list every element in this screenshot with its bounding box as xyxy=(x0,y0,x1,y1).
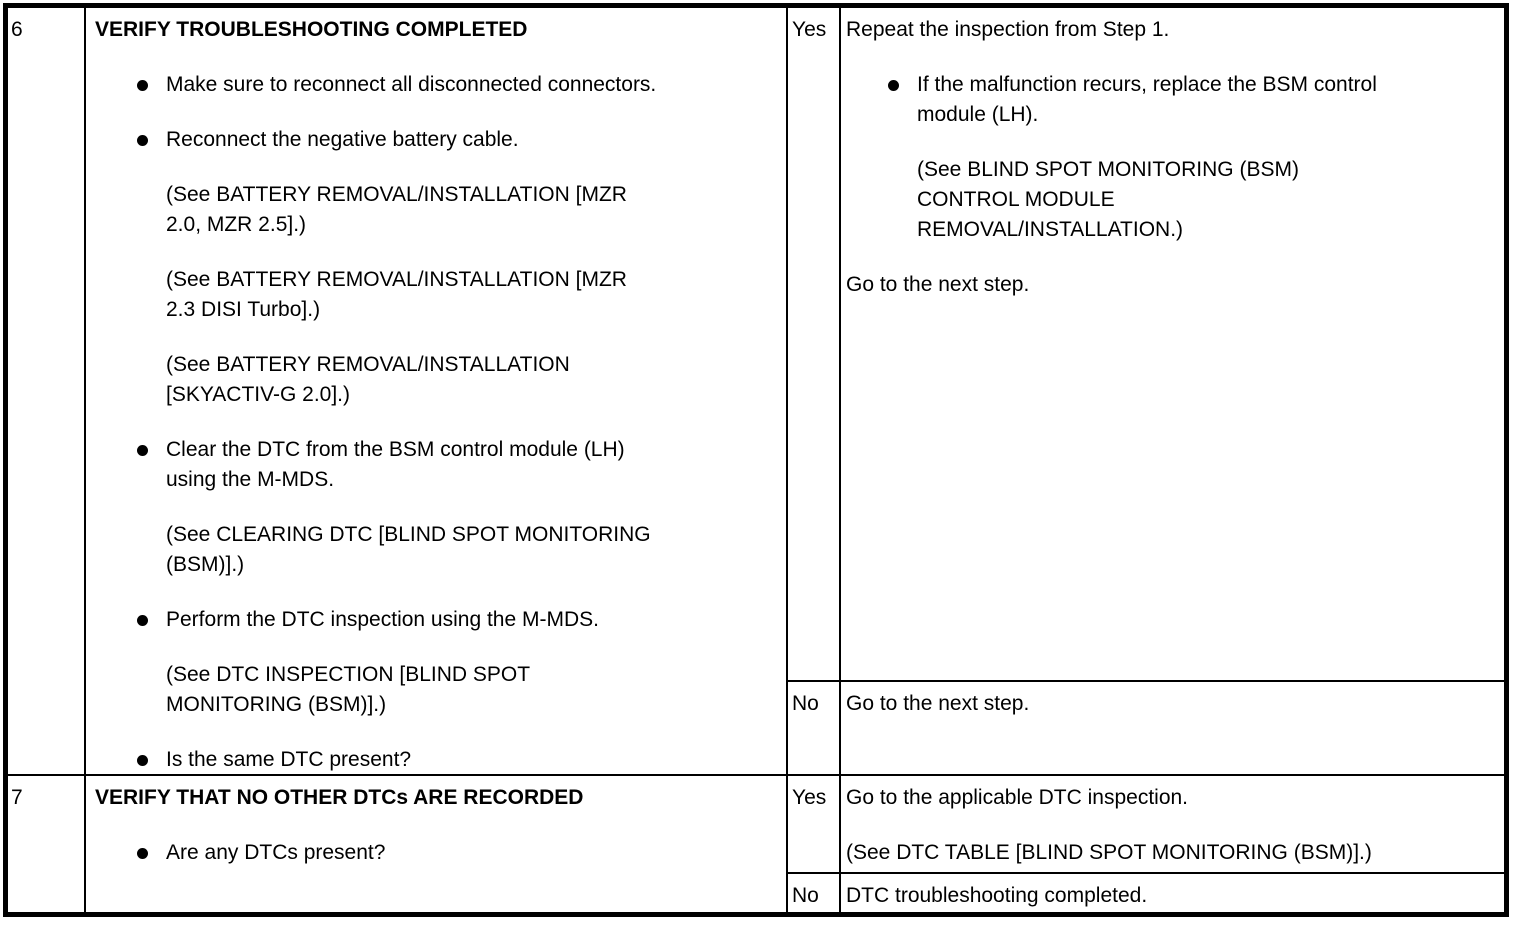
step-7-action-cell: VERIFY THAT NO OTHER DTCs ARE RECORDED A… xyxy=(86,776,788,912)
bullet-icon xyxy=(137,135,148,146)
step-6-yes-label-cell: Yes xyxy=(788,8,841,682)
step-number: 6 xyxy=(11,18,23,41)
step-6-action-title: VERIFY TROUBLESHOOTING COMPLETED xyxy=(95,18,528,41)
bullet-icon xyxy=(137,80,148,91)
result-text: DTC troubleshooting completed. xyxy=(846,884,1148,907)
yes-label: Yes xyxy=(792,18,827,41)
list-item: Are any DTCs present? xyxy=(137,838,780,868)
step-6-no-label-cell: No xyxy=(788,682,841,776)
step-7-yes-label-cell: Yes xyxy=(788,776,841,874)
list-item-text: Is the same DTC present? xyxy=(166,748,412,771)
bullet-icon xyxy=(137,848,148,859)
list-item: Perform the DTC inspection using the M-M… xyxy=(137,605,780,635)
list-item: Make sure to reconnect all disconnected … xyxy=(137,70,780,100)
bullet-icon xyxy=(137,755,148,766)
reference-note: (See DTC INSPECTION [BLIND SPOT MONITORI… xyxy=(166,663,531,716)
troubleshooting-table: 6 VERIFY TROUBLESHOOTING COMPLETED Make … xyxy=(3,3,1509,917)
list-item-text: Reconnect the negative battery cable. xyxy=(166,128,519,151)
reference-note: (See BATTERY REMOVAL/INSTALLATION [MZR 2… xyxy=(166,268,627,321)
list-item-text: Are any DTCs present? xyxy=(166,841,386,864)
step-6-action-cell: VERIFY TROUBLESHOOTING COMPLETED Make su… xyxy=(86,8,788,776)
reference-note: (See BLIND SPOT MONITORING (BSM) CONTROL… xyxy=(917,158,1299,241)
reference-note: (See DTC TABLE [BLIND SPOT MONITORING (B… xyxy=(846,841,1372,864)
step-7-no-action-cell: DTC troubleshooting completed. xyxy=(841,874,1504,912)
yes-label: Yes xyxy=(792,786,827,809)
step-7-yes-action-cell: Go to the applicable DTC inspection. (Se… xyxy=(841,776,1504,874)
no-label: No xyxy=(792,884,819,907)
result-text: Go to the next step. xyxy=(846,692,1030,715)
list-item: Clear the DTC from the BSM control modul… xyxy=(137,435,780,495)
reference-note: (See CLEARING DTC [BLIND SPOT MONITORING… xyxy=(166,523,651,576)
bullet-icon xyxy=(137,445,148,456)
result-text: Repeat the inspection from Step 1. xyxy=(846,18,1170,41)
step-6-no-action-cell: Go to the next step. xyxy=(841,682,1504,776)
step-number: 7 xyxy=(11,786,23,809)
bullet-icon xyxy=(137,615,148,626)
list-item-text: Clear the DTC from the BSM control modul… xyxy=(166,438,625,491)
reference-note: (See BATTERY REMOVAL/INSTALLATION [MZR 2… xyxy=(166,183,627,236)
step-6-yes-action-cell: Repeat the inspection from Step 1. If th… xyxy=(841,8,1504,682)
reference-note: (See BATTERY REMOVAL/INSTALLATION [SKYAC… xyxy=(166,353,570,406)
result-text: Go to the applicable DTC inspection. xyxy=(846,786,1189,809)
list-item: Is the same DTC present? xyxy=(137,745,780,774)
bullet-icon xyxy=(888,80,899,91)
list-item: If the malfunction recurs, replace the B… xyxy=(888,70,1498,130)
list-item-text: Perform the DTC inspection using the M-M… xyxy=(166,608,599,631)
list-item: Reconnect the negative battery cable. xyxy=(137,125,780,155)
step-7-number-cell: 7 xyxy=(8,776,86,912)
result-text: Go to the next step. xyxy=(846,273,1030,296)
no-label: No xyxy=(792,692,819,715)
list-item-text: If the malfunction recurs, replace the B… xyxy=(917,73,1377,126)
list-item-text: Make sure to reconnect all disconnected … xyxy=(166,73,657,96)
step-6-number-cell: 6 xyxy=(8,8,86,776)
step-7-no-label-cell: No xyxy=(788,874,841,912)
step-7-action-title: VERIFY THAT NO OTHER DTCs ARE RECORDED xyxy=(95,786,584,809)
